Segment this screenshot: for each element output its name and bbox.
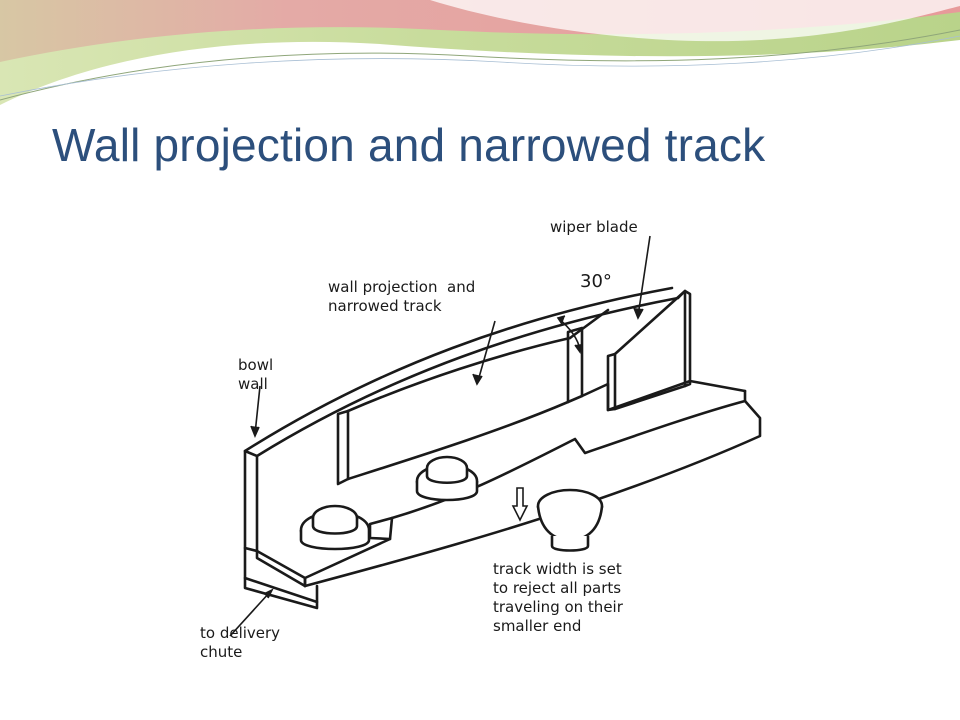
part-cap-1 [299,504,371,551]
wall-projection-panel [336,409,350,486]
diagram-drawing [229,235,762,637]
bowl-wall-front-face [243,449,259,553]
delivery-chute-leader [229,591,271,637]
label-delivery-chute: to delivery chute [200,624,281,661]
part-cap-2 [415,455,479,502]
slide-title: Wall projection and narrowed track [52,119,766,171]
bowl-wall-bottom [243,546,319,604]
label-wall-projection: wall projection and narrowed track [328,278,476,315]
bowl-wall-leader [254,385,261,435]
wiper-blade-leader [637,235,651,317]
narrowed-track-notch [368,516,394,541]
reject-direction-arrow [511,487,529,522]
feeder-track-diagram: wiper blade 30° wall projection and narr… [160,206,775,676]
label-wiper-blade: wiper blade [550,218,638,236]
track-back-edge [346,400,570,481]
decorative-header-banner [0,0,960,105]
track-lower-face [303,399,762,588]
bowl-wall-inner-edge [255,296,680,458]
track-ledge [580,379,747,412]
label-track-width: track width is set to reject all parts t… [493,560,623,635]
wall-projection-leader [477,320,496,382]
rejected-part [536,488,604,552]
bowl-wall-top-edge [243,286,674,453]
label-angle: 30° [580,271,612,292]
track-front-edge [255,389,747,580]
label-bowl-wall: bowl wall [238,356,274,393]
